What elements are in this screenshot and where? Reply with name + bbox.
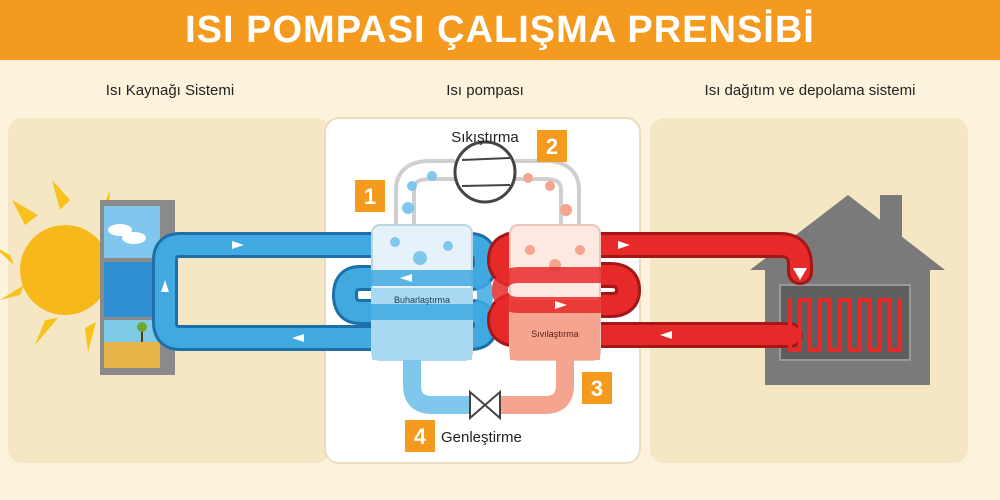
step-badge-3: 3 [582, 372, 612, 404]
page-title: ISI POMPASI ÇALIŞMA PRENSİBİ [185, 8, 815, 51]
compressor-icon[interactable] [453, 140, 517, 204]
flow-arrow-icon [555, 301, 567, 309]
flow-arrow-icon [161, 280, 169, 292]
source-section-label: Isı Kaynağı Sistemi [105, 82, 235, 99]
flow-arrow-icon [400, 274, 412, 282]
flow-arrow-icon [793, 268, 807, 280]
distribution-section-label: Isı dağıtım ve depolama sistemi [704, 82, 916, 99]
svg-text:2: 2 [546, 134, 558, 159]
sun-icon [0, 180, 110, 352]
condenser-label: Sıvılaştırma [531, 329, 579, 339]
step-badge-1: 1 [355, 180, 385, 212]
expansion-valve-icon[interactable] [469, 389, 501, 421]
compression-label: Sıkıştırma [451, 129, 519, 146]
refrigerant-bubbles [402, 171, 572, 216]
flow-arrow-icon [618, 241, 630, 249]
step-badge-2: 2 [537, 130, 567, 162]
expansion-label: Genleştirme [441, 429, 522, 446]
flow-arrow-icon [660, 331, 672, 339]
tank-coils [364, 267, 608, 320]
condenser-tank [509, 224, 601, 361]
evaporator-tank [371, 224, 473, 361]
title-banner: ISI POMPASI ÇALIŞMA PRENSİBİ [0, 0, 1000, 60]
step-badge-4: 4 [405, 420, 435, 452]
flow-arrow-icon [232, 241, 244, 249]
svg-text:1: 1 [364, 184, 376, 209]
flow-arrow-icon [292, 334, 304, 342]
svg-text:3: 3 [591, 376, 603, 401]
refrigerant-circuit [394, 159, 581, 225]
evaporator-label: Buharlaştırma [394, 295, 450, 305]
svg-text:4: 4 [414, 424, 427, 449]
expansion-line [403, 360, 574, 414]
pump-section-label: Isı pompası [446, 82, 524, 99]
flow-arrows [161, 241, 672, 342]
hot-pipe [487, 232, 902, 352]
